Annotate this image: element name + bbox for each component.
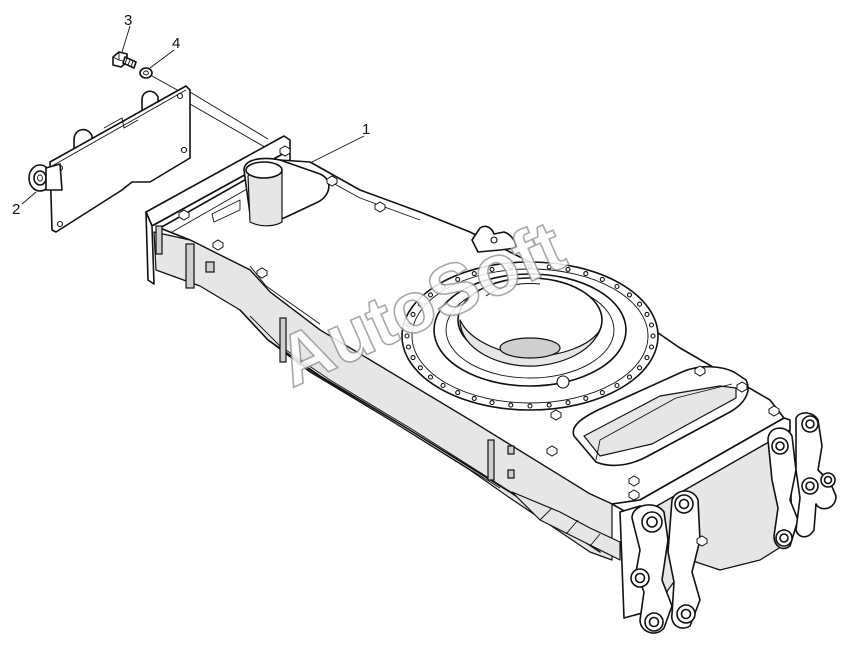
ring-bolt-hole bbox=[404, 333, 410, 339]
deck-bolt-head bbox=[212, 239, 224, 251]
callout-label-4: 4 bbox=[172, 35, 180, 52]
deck-bolt-head bbox=[628, 489, 640, 501]
washer-part-4 bbox=[139, 67, 153, 79]
ring-bolt-hole bbox=[626, 374, 633, 380]
ring-bolt-hole bbox=[417, 301, 423, 307]
ring-bolt-hole bbox=[508, 402, 514, 408]
deck-bolt-head bbox=[546, 445, 558, 457]
callout-3: 3 bbox=[121, 12, 132, 53]
ring-bolt-hole bbox=[546, 264, 552, 270]
ring-bolt-hole bbox=[565, 400, 571, 406]
callout-1: 1 bbox=[311, 121, 370, 163]
ring-bolt-hole bbox=[626, 292, 633, 298]
ring-bolt-hole bbox=[527, 403, 533, 409]
deck-bolt-head bbox=[178, 209, 190, 221]
ring-bolt-hole bbox=[648, 322, 655, 328]
deck-bolt-head bbox=[374, 201, 386, 213]
callout-label-2: 2 bbox=[12, 201, 20, 218]
callout-label-3: 3 bbox=[124, 12, 132, 29]
deck-bolt-head bbox=[768, 405, 780, 417]
assembly-line bbox=[189, 103, 271, 151]
ring-bolt-hole bbox=[565, 266, 571, 272]
deck-bolt-head bbox=[694, 365, 706, 377]
ring-bolt-hole bbox=[583, 271, 589, 277]
callout-label-1: 1 bbox=[362, 121, 370, 138]
ring-bolt-hole bbox=[644, 311, 650, 317]
ring-bolt-hole bbox=[405, 322, 412, 328]
ring-bolt-hole bbox=[455, 276, 461, 282]
callout-4: 4 bbox=[149, 35, 180, 69]
ring-bolt-hole bbox=[599, 276, 605, 282]
ring-bolt-hole bbox=[427, 292, 434, 298]
ring-bolt-hole bbox=[614, 382, 620, 389]
ring-bolt-hole bbox=[650, 333, 656, 339]
ring-bolt-hole bbox=[489, 400, 495, 406]
main-frame-part-1 bbox=[145, 135, 837, 634]
slewing-ring-bolt-holes bbox=[404, 263, 656, 409]
cover-plate-part-2 bbox=[28, 85, 191, 233]
deck-bolt-head bbox=[696, 535, 708, 547]
bolt-part-3 bbox=[112, 51, 137, 69]
ring-bolt-hole bbox=[410, 355, 416, 361]
ring-bolt-hole bbox=[471, 271, 477, 277]
assembly-line bbox=[189, 91, 269, 140]
deck-bolt-heads bbox=[178, 145, 780, 547]
deck-bolt-head bbox=[736, 381, 748, 393]
callout-2: 2 bbox=[12, 191, 37, 218]
ring-bolt-hole bbox=[405, 344, 412, 350]
ring-bolt-hole bbox=[614, 283, 620, 290]
ring-bolt-hole bbox=[455, 390, 461, 396]
ring-bolt-hole bbox=[427, 374, 434, 380]
ring-bolt-hole bbox=[637, 301, 643, 307]
ring-bolt-hole bbox=[410, 311, 416, 317]
ring-bolt-hole bbox=[637, 365, 643, 371]
deck-bolt-head bbox=[326, 175, 338, 187]
ring-bolt-hole bbox=[440, 382, 446, 389]
ring-bolt-hole bbox=[471, 395, 477, 401]
deck-bolt-head bbox=[256, 267, 268, 279]
ring-bolt-hole bbox=[648, 344, 655, 350]
ring-bolt-hole bbox=[489, 266, 495, 272]
ring-bolt-hole bbox=[644, 355, 650, 361]
ring-bolt-hole bbox=[417, 365, 423, 371]
ring-bolt-hole bbox=[508, 264, 514, 270]
ring-bolt-hole bbox=[599, 390, 605, 396]
deck-bolt-head bbox=[628, 475, 640, 487]
deck-bolt-head bbox=[279, 145, 291, 157]
ring-bolt-hole bbox=[527, 263, 533, 269]
ring-bolt-hole bbox=[583, 395, 589, 401]
deck-bolt-head bbox=[550, 409, 562, 421]
ring-bolt-hole bbox=[440, 283, 446, 290]
ring-bolt-hole bbox=[546, 402, 552, 408]
